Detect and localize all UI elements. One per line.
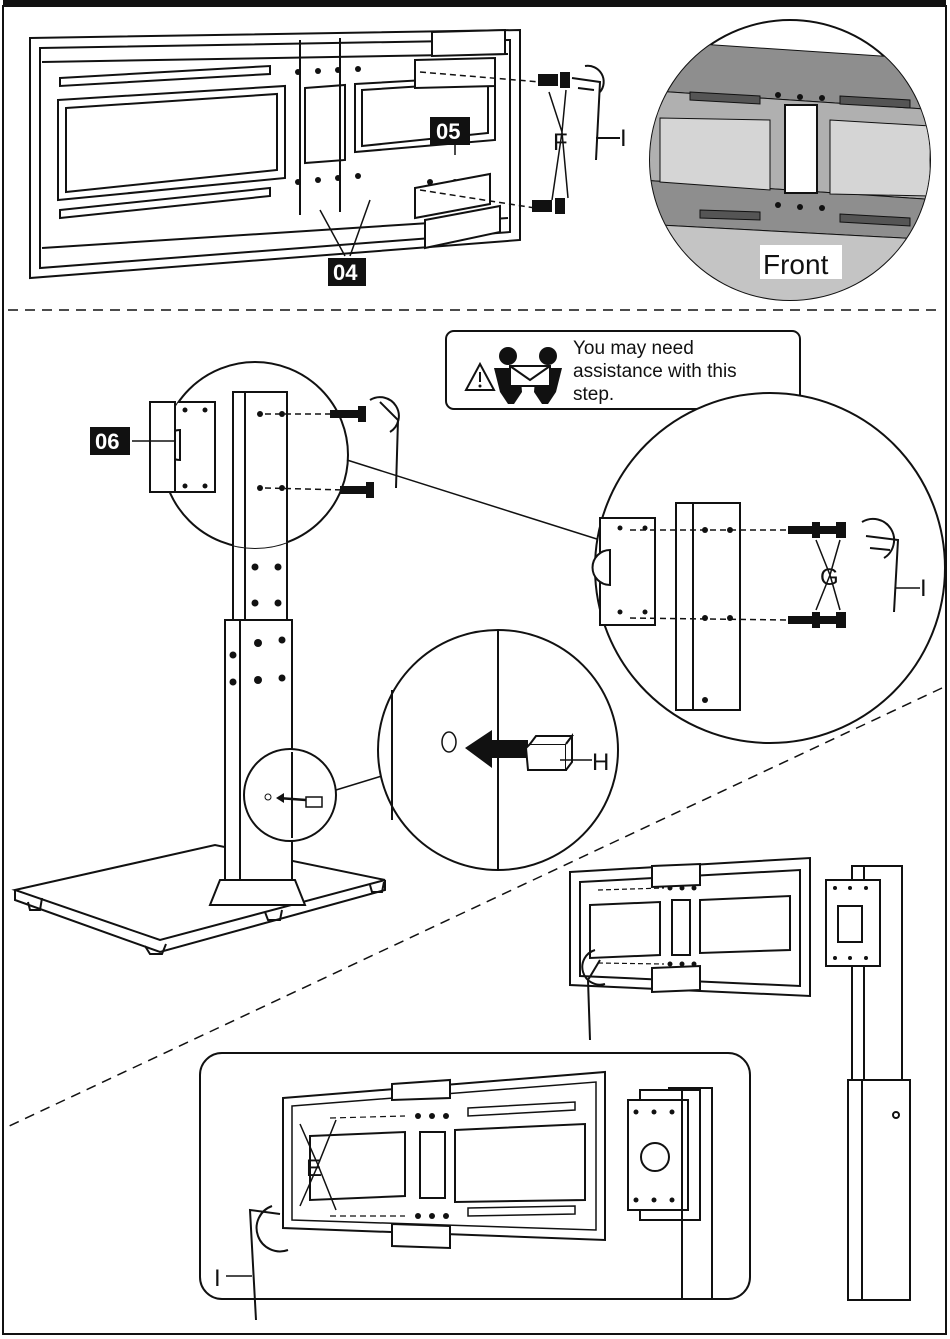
label-G: G xyxy=(820,564,839,591)
column-holes xyxy=(229,563,286,686)
notice-line-3: step. xyxy=(573,384,614,405)
part-05-label: 05 xyxy=(436,119,460,144)
label-E: E xyxy=(306,1155,322,1182)
cable-clip-small-callout xyxy=(239,748,337,842)
notice-line-2: assistance with this xyxy=(573,361,737,382)
screw-G-callout: G I xyxy=(591,392,946,744)
part-04-label: 04 xyxy=(333,260,358,285)
front-view-callout: Front xyxy=(649,19,931,301)
bracket-05-lower xyxy=(414,172,501,250)
bracket-05-upper xyxy=(414,28,506,90)
assembled-plate-screws xyxy=(667,885,868,967)
part-04-box xyxy=(328,258,366,286)
label-I-bottom: I xyxy=(214,1265,221,1292)
warning-triangle-icon xyxy=(464,361,496,391)
allen-key-icon xyxy=(571,64,620,161)
label-F-leader xyxy=(548,89,569,201)
stand-base xyxy=(11,843,386,955)
two-person-lift-icon xyxy=(494,347,562,404)
part-05-box xyxy=(430,117,470,145)
callout-leader-G xyxy=(346,459,601,541)
screws-F xyxy=(532,72,570,214)
part-06-box xyxy=(90,427,130,455)
front-label: Front xyxy=(763,249,829,280)
label-I-top: I xyxy=(620,125,627,152)
part-06-label: 06 xyxy=(95,429,119,454)
allen-key-upper-icon xyxy=(581,949,606,1041)
label-04-leader xyxy=(319,199,371,257)
notice-line-1: You may need xyxy=(573,338,694,359)
assembled-screw-paths xyxy=(597,887,665,965)
top-bar xyxy=(3,0,946,6)
label-I-mid: I xyxy=(920,575,927,602)
label-F: F xyxy=(553,129,568,156)
diagonal-divider xyxy=(4,687,943,1129)
cable-clip-H-callout: H xyxy=(377,629,619,871)
screw-paths-F xyxy=(419,71,541,209)
label-H: H xyxy=(592,749,609,776)
assistance-notice: You may need assistance with this step. xyxy=(445,330,801,410)
callout-leader-H xyxy=(335,774,386,791)
column-top-callout xyxy=(149,361,400,549)
stand-post-assembled xyxy=(847,865,911,1301)
tv-plate-assembled xyxy=(569,856,881,998)
detail-inset-box: E I xyxy=(199,1052,751,1321)
